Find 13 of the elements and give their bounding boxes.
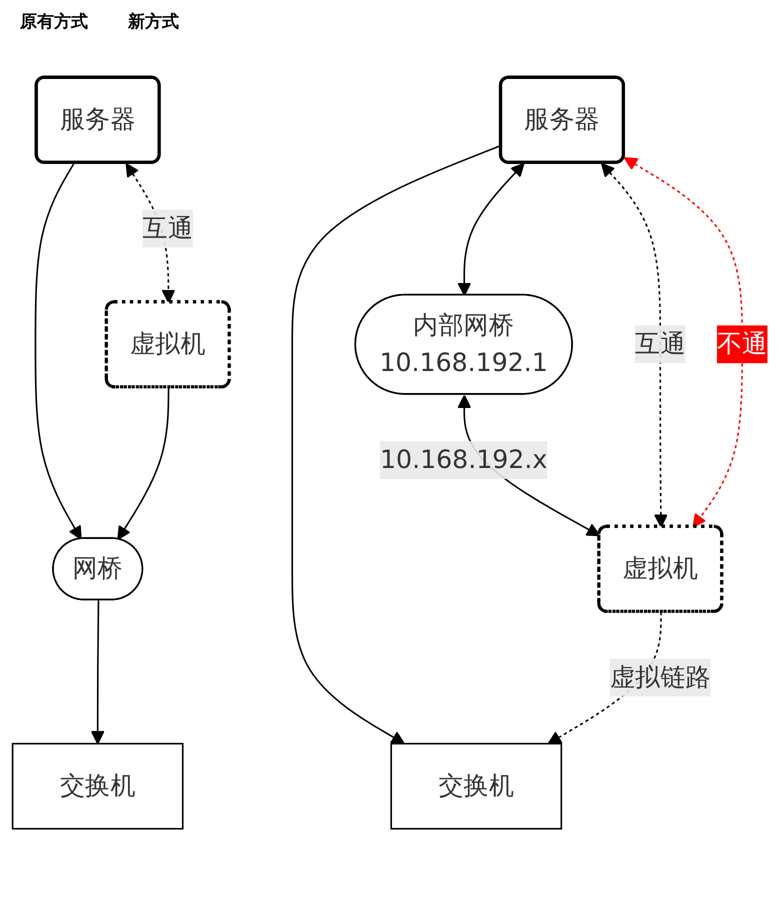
edge-label: 不通 xyxy=(716,328,768,358)
edge-label: 虚拟链路 xyxy=(610,662,711,692)
edge-label: 10.168.192.x xyxy=(380,444,548,474)
node-box: 交换机 xyxy=(12,742,184,830)
arrow xyxy=(34,162,82,540)
section-heading: 原有方式 xyxy=(20,11,88,33)
node-box: 交换机 xyxy=(390,742,562,830)
arrow xyxy=(457,162,524,296)
section-heading: 新方式 xyxy=(128,11,179,33)
edge-label: 互通 xyxy=(635,328,686,358)
arrow xyxy=(117,388,170,540)
edge-label: 互通 xyxy=(142,212,193,243)
arrow xyxy=(90,600,105,744)
